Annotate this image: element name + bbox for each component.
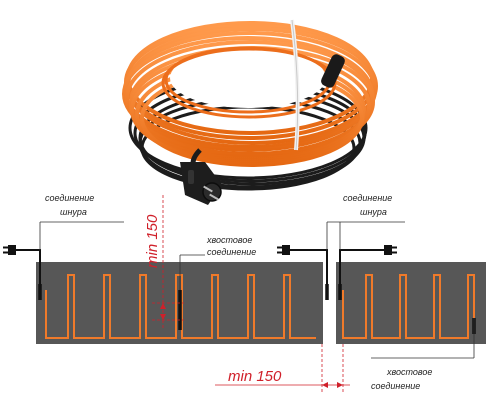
plug-icon-right [384, 245, 397, 255]
heating-cable-right [342, 274, 475, 339]
coiled-heating-cable-photo [122, 19, 378, 205]
leader-lines [39, 222, 475, 358]
coil-center-hole [170, 48, 326, 108]
dimension-vertical [152, 195, 184, 330]
plug-icon-middle [277, 245, 290, 255]
svg-text:соединение: соединение [45, 193, 94, 203]
svg-text:соединение: соединение [343, 193, 392, 203]
cord-connection-label-left: соединение шнура [40, 193, 124, 223]
floor-panel-right [336, 262, 486, 344]
svg-text:хвостовое: хвостовое [206, 235, 252, 245]
svg-text:шнура: шнура [360, 207, 387, 217]
heating-cable-left [45, 274, 316, 339]
svg-text:соединение: соединение [207, 247, 256, 257]
tail-connection-label-right: хвостовое соединение [371, 357, 474, 391]
svg-text:шнура: шнура [60, 207, 87, 217]
tail-connection-label-middle: хвостовое соединение [180, 235, 256, 257]
min-spacing-label-vertical: min 150 [144, 214, 161, 268]
cord-connection-label-right: соединение шнура [327, 193, 405, 223]
svg-text:хвостовое: хвостовое [386, 367, 432, 377]
min-spacing-label-horizontal: min 150 [228, 368, 282, 385]
power-plug-icon [180, 162, 222, 205]
dimension-horizontal [215, 344, 350, 392]
joint-sleeve [321, 54, 345, 88]
svg-text:соединение: соединение [371, 381, 420, 391]
plug-icon-left [3, 245, 16, 255]
